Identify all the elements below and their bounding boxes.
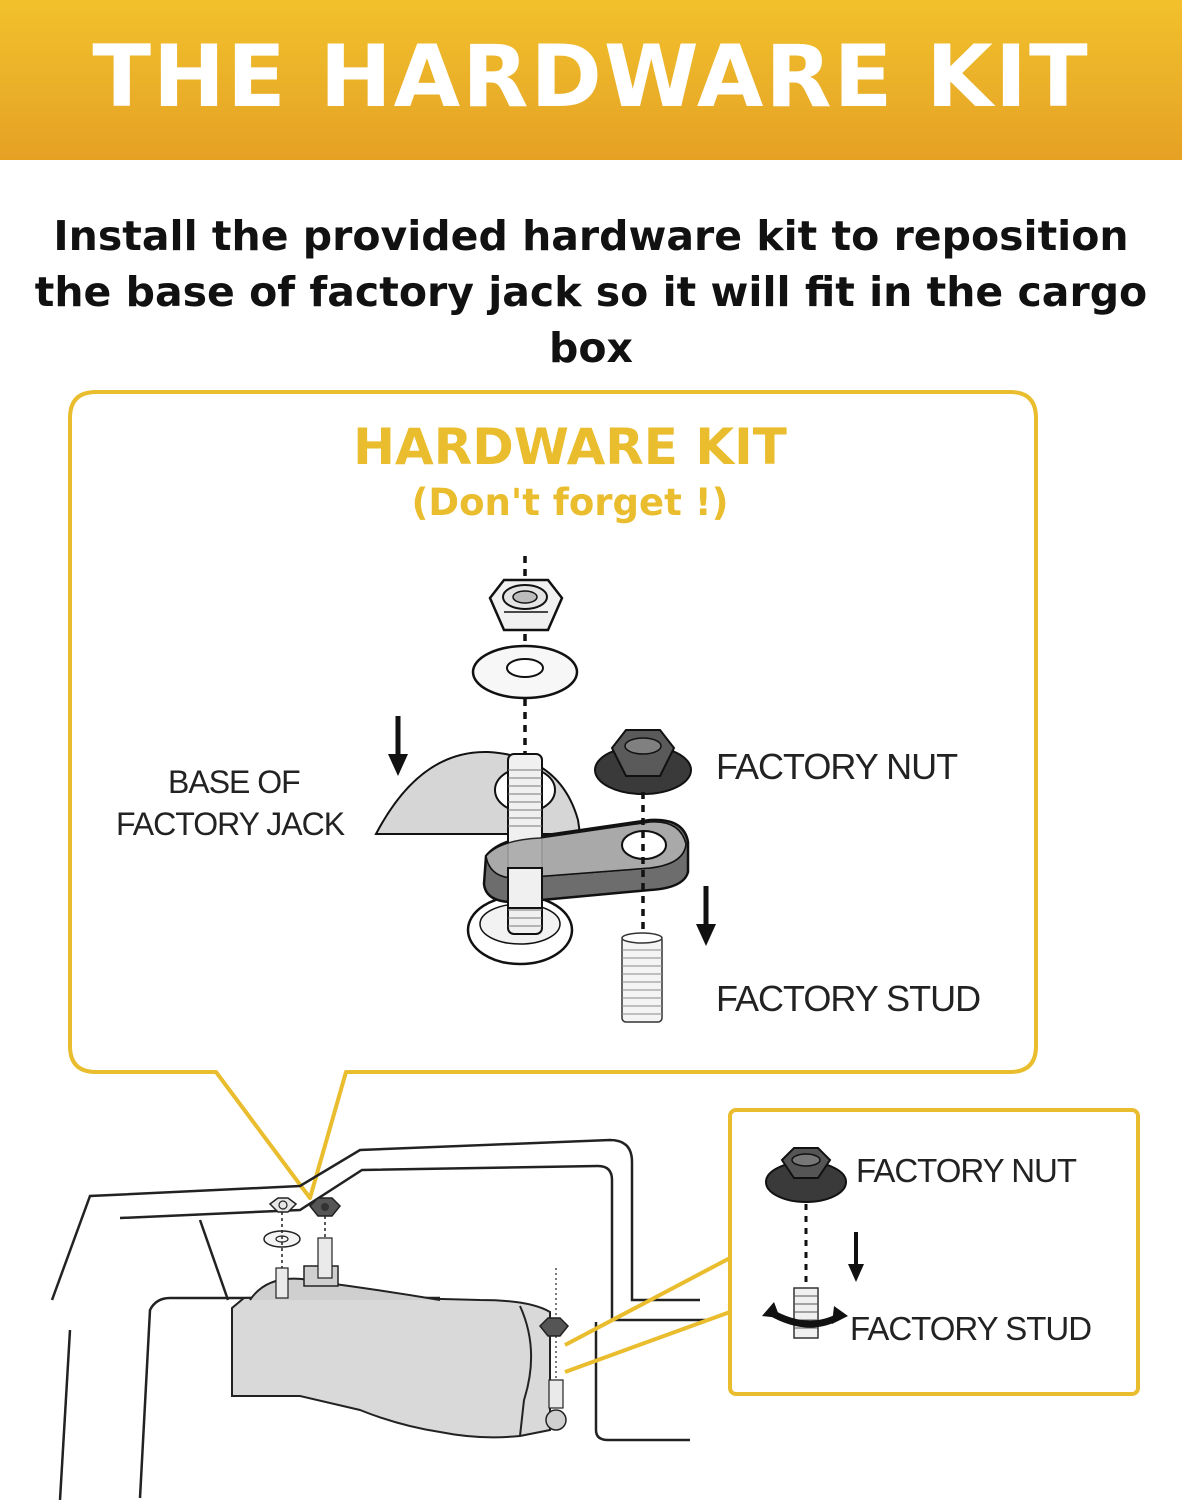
kit-subtitle: (Don't forget !) [411, 481, 729, 524]
washer [471, 644, 579, 700]
down-arrow-icon [696, 886, 716, 946]
intro-text: Install the provided hardware kit to rep… [34, 212, 1148, 372]
down-arrow-icon [388, 716, 408, 776]
label-jack-base-line1: BASE OF [168, 764, 301, 800]
vehicle-hardware [263, 1197, 570, 1409]
page-title: THE HARDWARE KIT [92, 27, 1090, 127]
kit-exploded-view [374, 556, 716, 1023]
lock-nut [488, 578, 564, 632]
vehicle-outline [50, 1138, 710, 1500]
inset-pointer [564, 1256, 731, 1374]
kit-title: HARDWARE KIT [353, 418, 787, 476]
factory-nut-icon [594, 729, 692, 795]
header-banner: THE HARDWARE KIT [0, 0, 1182, 160]
inset-hardware [762, 1147, 864, 1339]
label-factory-nut: FACTORY NUT [716, 746, 958, 787]
factory-stud-icon [621, 932, 663, 1023]
bolt-threads [508, 769, 542, 927]
inset-label-factory-nut: FACTORY NUT [856, 1152, 1077, 1189]
label-factory-stud: FACTORY STUD [716, 978, 981, 1019]
label-jack-base-line2: FACTORY JACK [116, 806, 345, 842]
inset-label-factory-stud: FACTORY STUD [850, 1310, 1092, 1347]
